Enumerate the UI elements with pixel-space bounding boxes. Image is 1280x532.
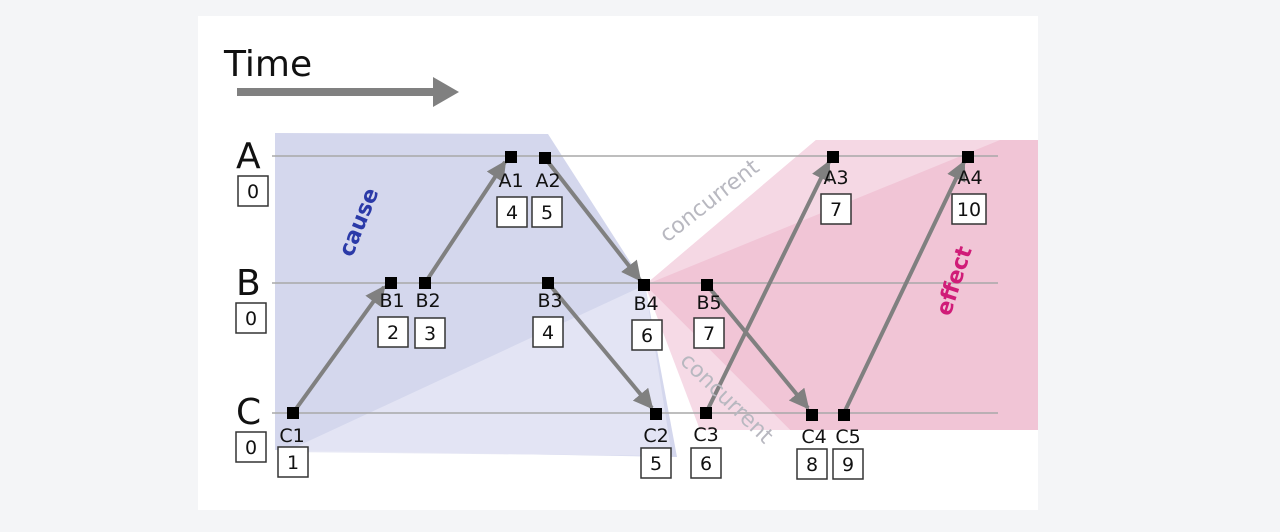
event-counter-B1: 2 [387, 322, 399, 344]
message-C1-B1 [291, 285, 386, 415]
message-C3-A3 [704, 160, 831, 414]
event-counter-C5: 9 [842, 454, 854, 476]
message-B3-C2 [546, 281, 654, 410]
time-arrow [237, 77, 459, 107]
event-label-C1: C1 [279, 425, 304, 447]
event-counter-C3: 6 [700, 453, 712, 475]
event-counter-A4: 10 [957, 199, 981, 221]
event-marker-C4 [806, 409, 818, 421]
time-label: Time [223, 44, 312, 85]
initial-counter-C: 0 [245, 437, 257, 459]
process-label-B: B [236, 263, 261, 304]
concurrent-region-lower [645, 285, 790, 430]
event-label-B4: B4 [633, 293, 658, 315]
event-marker-B5 [701, 279, 713, 291]
event-marker-B2 [419, 277, 431, 289]
message-C5-A4 [841, 160, 966, 416]
event-marker-B3 [542, 277, 554, 289]
event-marker-A2 [539, 152, 551, 164]
event-marker-C1 [287, 407, 299, 419]
diagram-panel: Time A 0 B 0 C 0 cause e [198, 16, 1038, 510]
event-counter-C1: 1 [287, 452, 299, 474]
message-B5-C4 [705, 283, 810, 410]
event-marker-C2 [650, 408, 662, 420]
event-counter-B5: 7 [703, 323, 715, 345]
event-label-A1: A1 [498, 170, 523, 192]
process-label-C: C [236, 392, 261, 433]
event-label-C3: C3 [693, 424, 718, 446]
event-marker-A3 [827, 151, 839, 163]
event-counter-A1: 4 [506, 202, 518, 224]
message-B2-A1 [423, 160, 507, 285]
event-counter-B3: 4 [542, 322, 554, 344]
event-counter-B4: 6 [641, 325, 653, 347]
event-counter-C4: 8 [806, 454, 818, 476]
event-counter-A2: 5 [541, 202, 553, 224]
event-counter-B2: 3 [424, 323, 436, 345]
event-label-B2: B2 [415, 290, 440, 312]
event-counter-A3: 7 [830, 199, 842, 221]
initial-counter-B: 0 [245, 308, 257, 330]
event-label-B5: B5 [696, 292, 721, 314]
event-label-A2: A2 [535, 170, 560, 192]
message-A2-B4 [543, 156, 642, 282]
event-label-C2: C2 [643, 425, 668, 447]
event-label-C5: C5 [835, 426, 860, 448]
event-marker-B1 [385, 277, 397, 289]
event-marker-C5 [838, 409, 850, 421]
event-marker-C3 [700, 407, 712, 419]
messages [291, 156, 966, 416]
process-label-A: A [236, 136, 261, 177]
lamport-clock-diagram: Time A 0 B 0 C 0 cause e [223, 44, 1038, 480]
event-label-A3: A3 [823, 167, 848, 189]
initial-counter-A: 0 [247, 181, 259, 203]
event-label-C4: C4 [801, 426, 826, 448]
event-marker-A4 [962, 151, 974, 163]
event-marker-A1 [505, 151, 517, 163]
event-label-B3: B3 [537, 290, 562, 312]
event-label-A4: A4 [957, 167, 982, 189]
event-counter-C2: 5 [650, 453, 662, 475]
event-label-B1: B1 [379, 290, 404, 312]
event-marker-B4 [638, 279, 650, 291]
